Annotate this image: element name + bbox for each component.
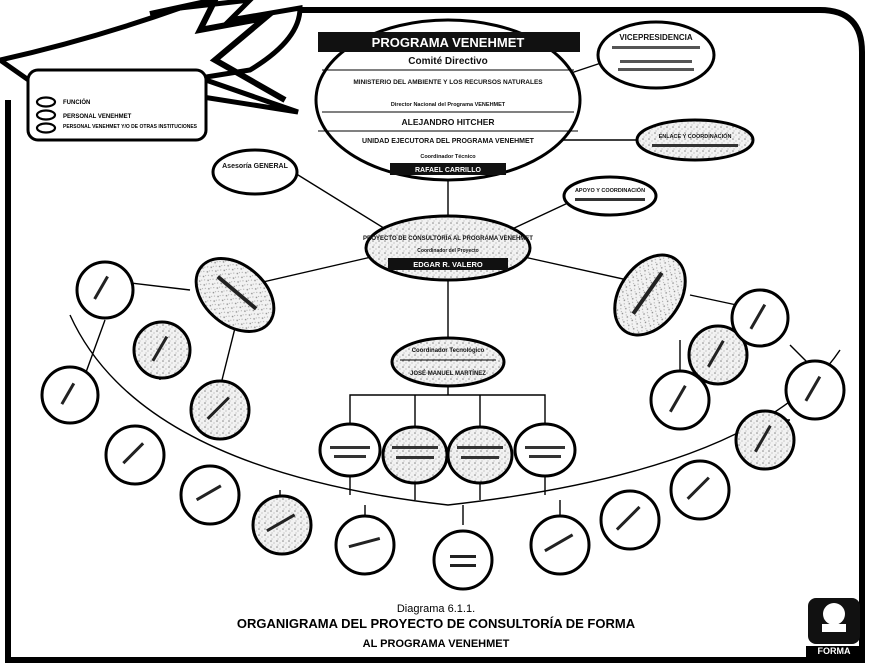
vicepresidencia-node: VICEPRESIDENCIA xyxy=(596,20,716,90)
unit-circle xyxy=(784,359,846,421)
legend-item: FUNCIÓN xyxy=(63,98,90,106)
outer-frame xyxy=(5,7,865,663)
left-branch-node xyxy=(194,257,276,333)
unit-circle xyxy=(730,288,790,348)
svg-text:EDGAR R. VALERO: EDGAR R. VALERO xyxy=(413,260,483,269)
tech-child-2 xyxy=(381,425,449,485)
technical-coordination-node: Coordinador Tecnológico JOSÉ MANUEL MART… xyxy=(390,336,506,388)
svg-text:JOSÉ MANUEL MARTÍNEZ: JOSÉ MANUEL MARTÍNEZ xyxy=(410,369,486,377)
asesoria-node: Asesoría GENERAL xyxy=(211,148,299,196)
ministry-label: MINISTERIO DEL AMBIENTE Y LOS RECURSOS N… xyxy=(353,79,543,86)
director-name: ALEJANDRO HITCHER xyxy=(401,117,494,127)
unit-circle xyxy=(104,424,166,486)
main-program-box: PROGRAMA VENEHMET Comité Directivo MINIS… xyxy=(314,18,582,182)
committee-label: Comité Directivo xyxy=(408,56,487,67)
unit-circle xyxy=(334,514,396,576)
legend-item: PERSONAL VENEHMET xyxy=(63,114,132,120)
unit-circle xyxy=(179,464,241,526)
svg-text:PROYECTO DE CONSULTORÍA AL PRO: PROYECTO DE CONSULTORÍA AL PROGRAMA VENE… xyxy=(363,234,533,242)
unit-circle xyxy=(669,459,731,521)
legend-other-staff-icon xyxy=(35,122,57,134)
svg-text:Coordinador del Proyecto: Coordinador del Proyecto xyxy=(417,248,478,254)
tech-child-1 xyxy=(318,422,382,478)
unit-circle xyxy=(432,529,494,591)
unit-circle xyxy=(251,494,313,556)
coordinator-role: Coordinador Técnico xyxy=(420,154,476,160)
tech-child-4 xyxy=(513,422,577,478)
program-title: PROGRAMA VENEHMET xyxy=(372,35,525,50)
unit-circle xyxy=(529,514,591,576)
legend: FUNCIÓN PERSONAL VENEHMET PERSONAL VENEH… xyxy=(26,68,208,142)
legend-item: PERSONAL VENEHMET Y/O DE OTRAS INSTITUCI… xyxy=(63,124,198,130)
legend-function-icon xyxy=(35,96,57,108)
enlace-node: ENLACE Y COORDINACIÓN xyxy=(635,118,755,162)
tech-child-3 xyxy=(446,425,514,485)
svg-text:VICEPRESIDENCIA: VICEPRESIDENCIA xyxy=(619,33,693,42)
logo-text: FORMA xyxy=(817,646,851,656)
unit-label: UNIDAD EJECUTORA DEL PROGRAMA VENEHMET xyxy=(362,138,535,145)
right-branch-node xyxy=(613,253,687,337)
diagram-title-line2: AL PROGRAMA VENEHMET xyxy=(362,638,510,650)
diagram-number: Diagrama 6.1.1. xyxy=(396,603,476,615)
unit-circles xyxy=(40,260,846,591)
director-role: Director Nacional del Programa VENEHMET xyxy=(391,102,506,108)
svg-text:Coordinador Tecnológico: Coordinador Tecnológico xyxy=(412,348,485,354)
unit-circle xyxy=(734,409,796,471)
unit-circle xyxy=(189,379,251,441)
svg-text:APOYO Y COORDINACIÓN: APOYO Y COORDINACIÓN xyxy=(575,186,645,194)
unit-circle xyxy=(132,320,192,380)
unit-circle xyxy=(649,369,711,431)
legend-staff-icon xyxy=(35,109,57,121)
svg-text:Asesoría GENERAL: Asesoría GENERAL xyxy=(222,163,288,170)
diagram-title-line1: ORGANIGRAMA DEL PROYECTO DE CONSULTORÍA … xyxy=(236,616,636,631)
forma-logo xyxy=(806,598,862,658)
coordinator-name: RAFAEL CARRILLO xyxy=(415,167,482,174)
unit-circle xyxy=(40,365,100,425)
unit-circle xyxy=(687,324,749,386)
technical-child-nodes xyxy=(318,422,577,485)
unit-circle xyxy=(75,260,135,320)
apoyo-node: APOYO Y COORDINACIÓN xyxy=(562,175,658,217)
svg-text:ENLACE Y COORDINACIÓN: ENLACE Y COORDINACIÓN xyxy=(659,132,732,140)
consulting-project-node: PROYECTO DE CONSULTORÍA AL PROGRAMA VENE… xyxy=(363,214,533,282)
unit-circle xyxy=(599,489,661,551)
